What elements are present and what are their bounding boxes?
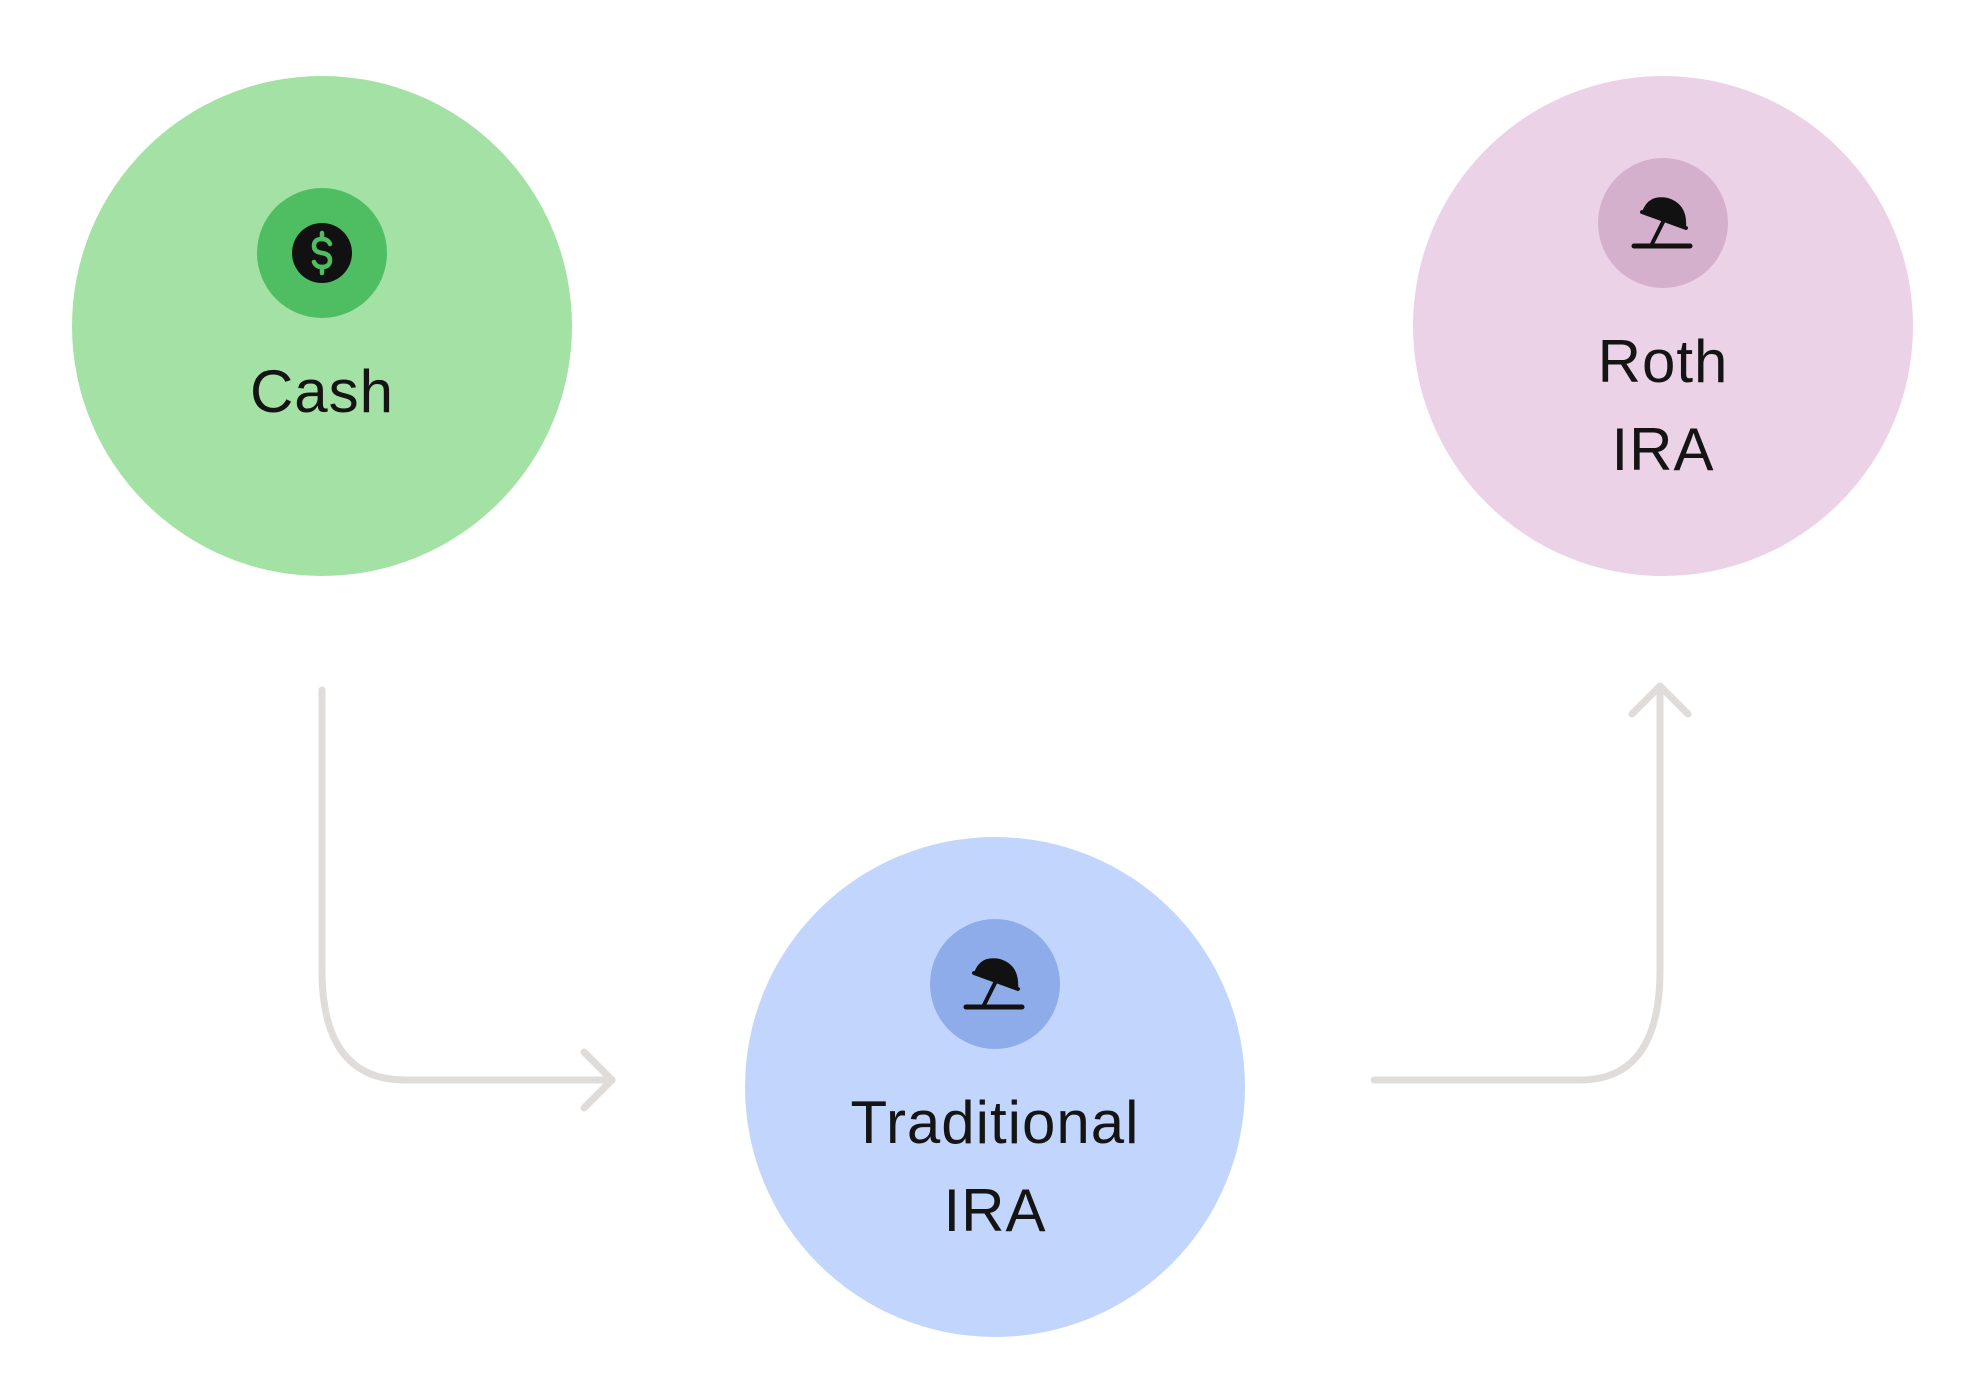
node-cash: Cash — [72, 76, 572, 576]
cash-icon-badge — [257, 188, 387, 318]
connector-cash-to-traditional — [318, 686, 616, 1084]
roth-ira-icon-badge — [1598, 158, 1728, 288]
traditional-ira-label-line2: IRA — [943, 1177, 1047, 1244]
traditional-ira-label-line1: Traditional — [850, 1089, 1140, 1156]
cash-label-text: Cash — [249, 358, 395, 425]
dollar-icon — [292, 223, 352, 283]
beach-umbrella-icon — [1631, 197, 1693, 249]
node-traditional-ira: Traditional IRA — [745, 837, 1245, 1337]
node-traditional-ira-label: Traditional IRA — [851, 1079, 1140, 1255]
connector-traditional-to-roth — [1370, 684, 1664, 1084]
node-roth-ira: Roth IRA — [1413, 76, 1913, 576]
beach-umbrella-icon — [963, 958, 1025, 1010]
traditional-ira-icon-badge — [930, 919, 1060, 1049]
roth-ira-label-line2: IRA — [1611, 416, 1715, 483]
arrowhead-up — [1628, 682, 1692, 718]
node-cash-label: Cash — [250, 348, 394, 436]
arrowhead-right — [580, 1048, 616, 1112]
roth-ira-label-line1: Roth — [1597, 328, 1729, 395]
node-roth-ira-label: Roth IRA — [1598, 318, 1729, 494]
